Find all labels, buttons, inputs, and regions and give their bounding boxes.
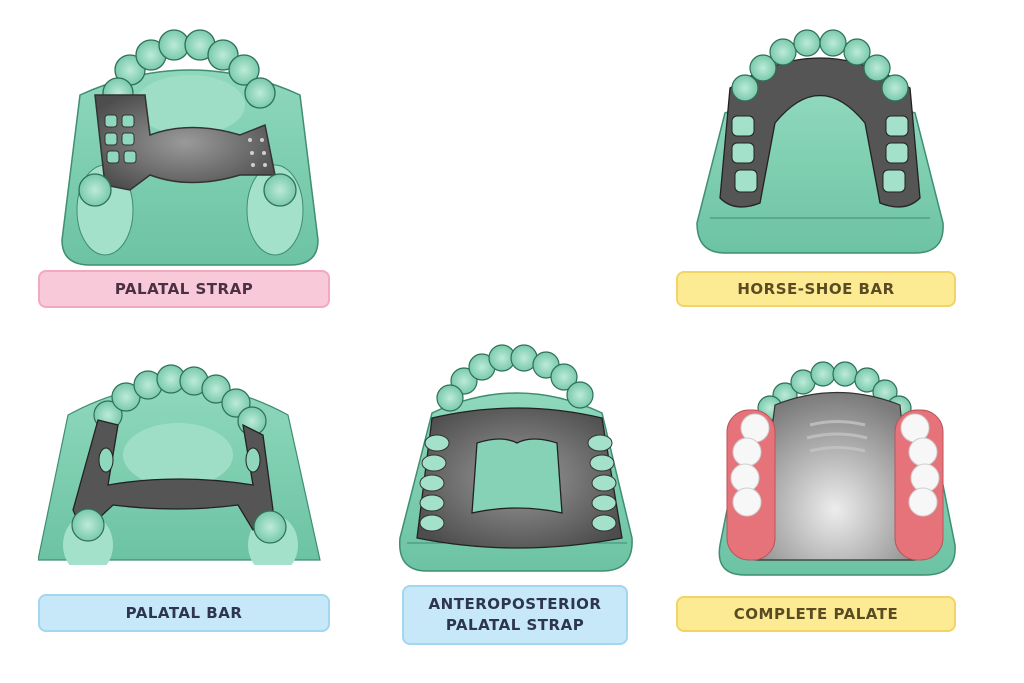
anteroposterior-palatal-strap-label: ANTEROPOSTERIOR PALATAL STRAP <box>402 585 628 645</box>
palatal-strap-illustration <box>61 29 319 266</box>
anteroposterior-label-line1: ANTEROPOSTERIOR <box>428 595 602 613</box>
palatal-strap-label: PALATAL STRAP <box>38 270 330 308</box>
complete-palate-illustration <box>718 361 956 576</box>
complete-palate-label-text: COMPLETE PALATE <box>733 604 899 623</box>
anteroposterior-palatal-strap-illustration <box>399 344 633 572</box>
palatal-bar-label-text: PALATAL BAR <box>125 603 243 622</box>
palatal-strap-label-text: PALATAL STRAP <box>114 279 254 298</box>
palatal-bar-label: PALATAL BAR <box>38 594 330 632</box>
horse-shoe-bar-label: HORSE-SHOE BAR <box>676 271 956 307</box>
anteroposterior-label-line2: PALATAL STRAP <box>445 616 585 634</box>
horse-shoe-bar-label-text: HORSE-SHOE BAR <box>737 279 895 298</box>
palatal-bar-illustration <box>38 364 321 565</box>
complete-palate-label: COMPLETE PALATE <box>676 596 956 632</box>
horse-shoe-bar-illustration <box>696 29 944 254</box>
